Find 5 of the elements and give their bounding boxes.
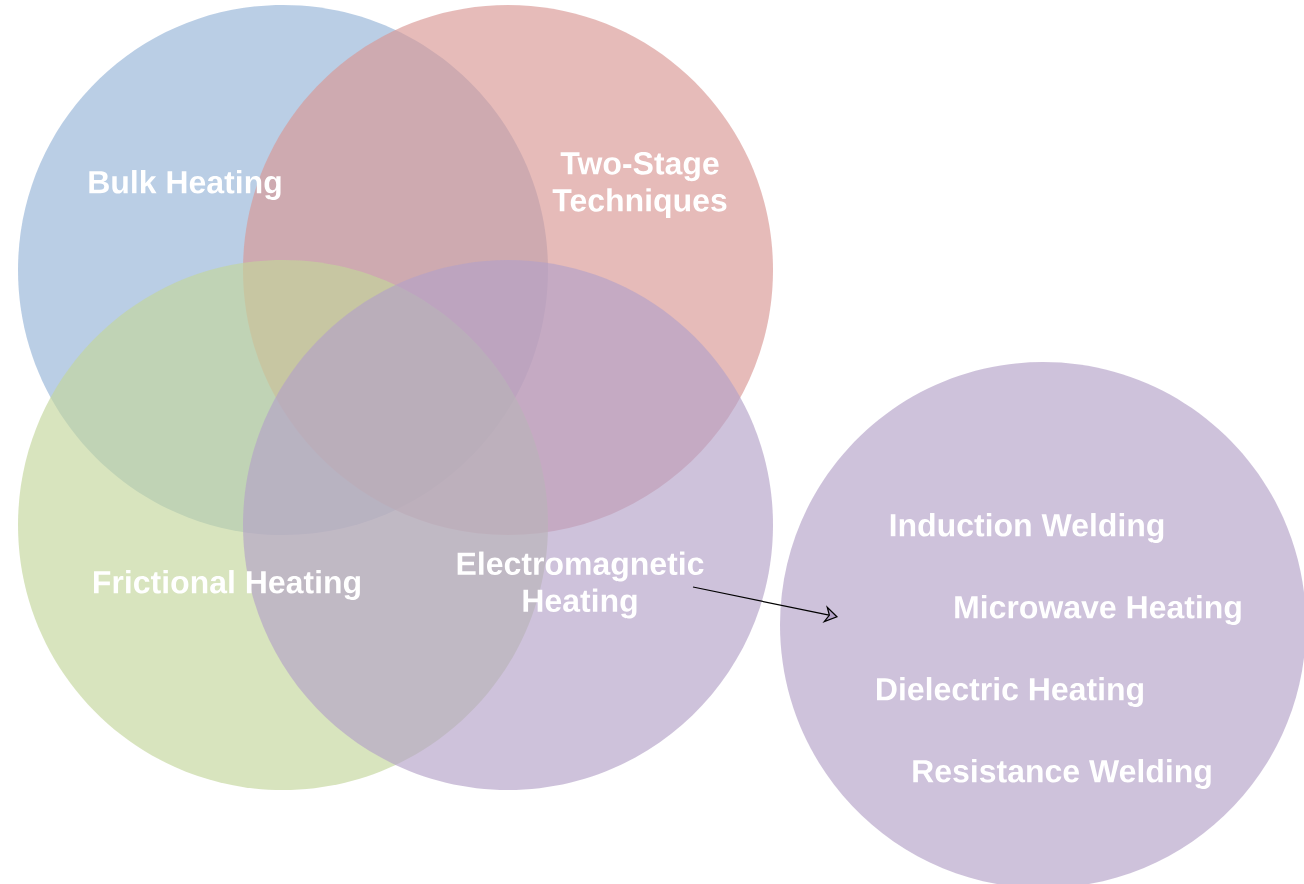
circle-label: Two-Stage Techniques xyxy=(552,152,727,218)
circle-label: Electromagnetic Heating xyxy=(457,551,704,619)
circle-label: Induction Welding Microwave Heating Dielectric Heating Resistance Welding xyxy=(877,513,1241,789)
circle-label: Bulk Heating xyxy=(89,170,281,200)
circle-label: Frictional Heating xyxy=(94,570,360,600)
